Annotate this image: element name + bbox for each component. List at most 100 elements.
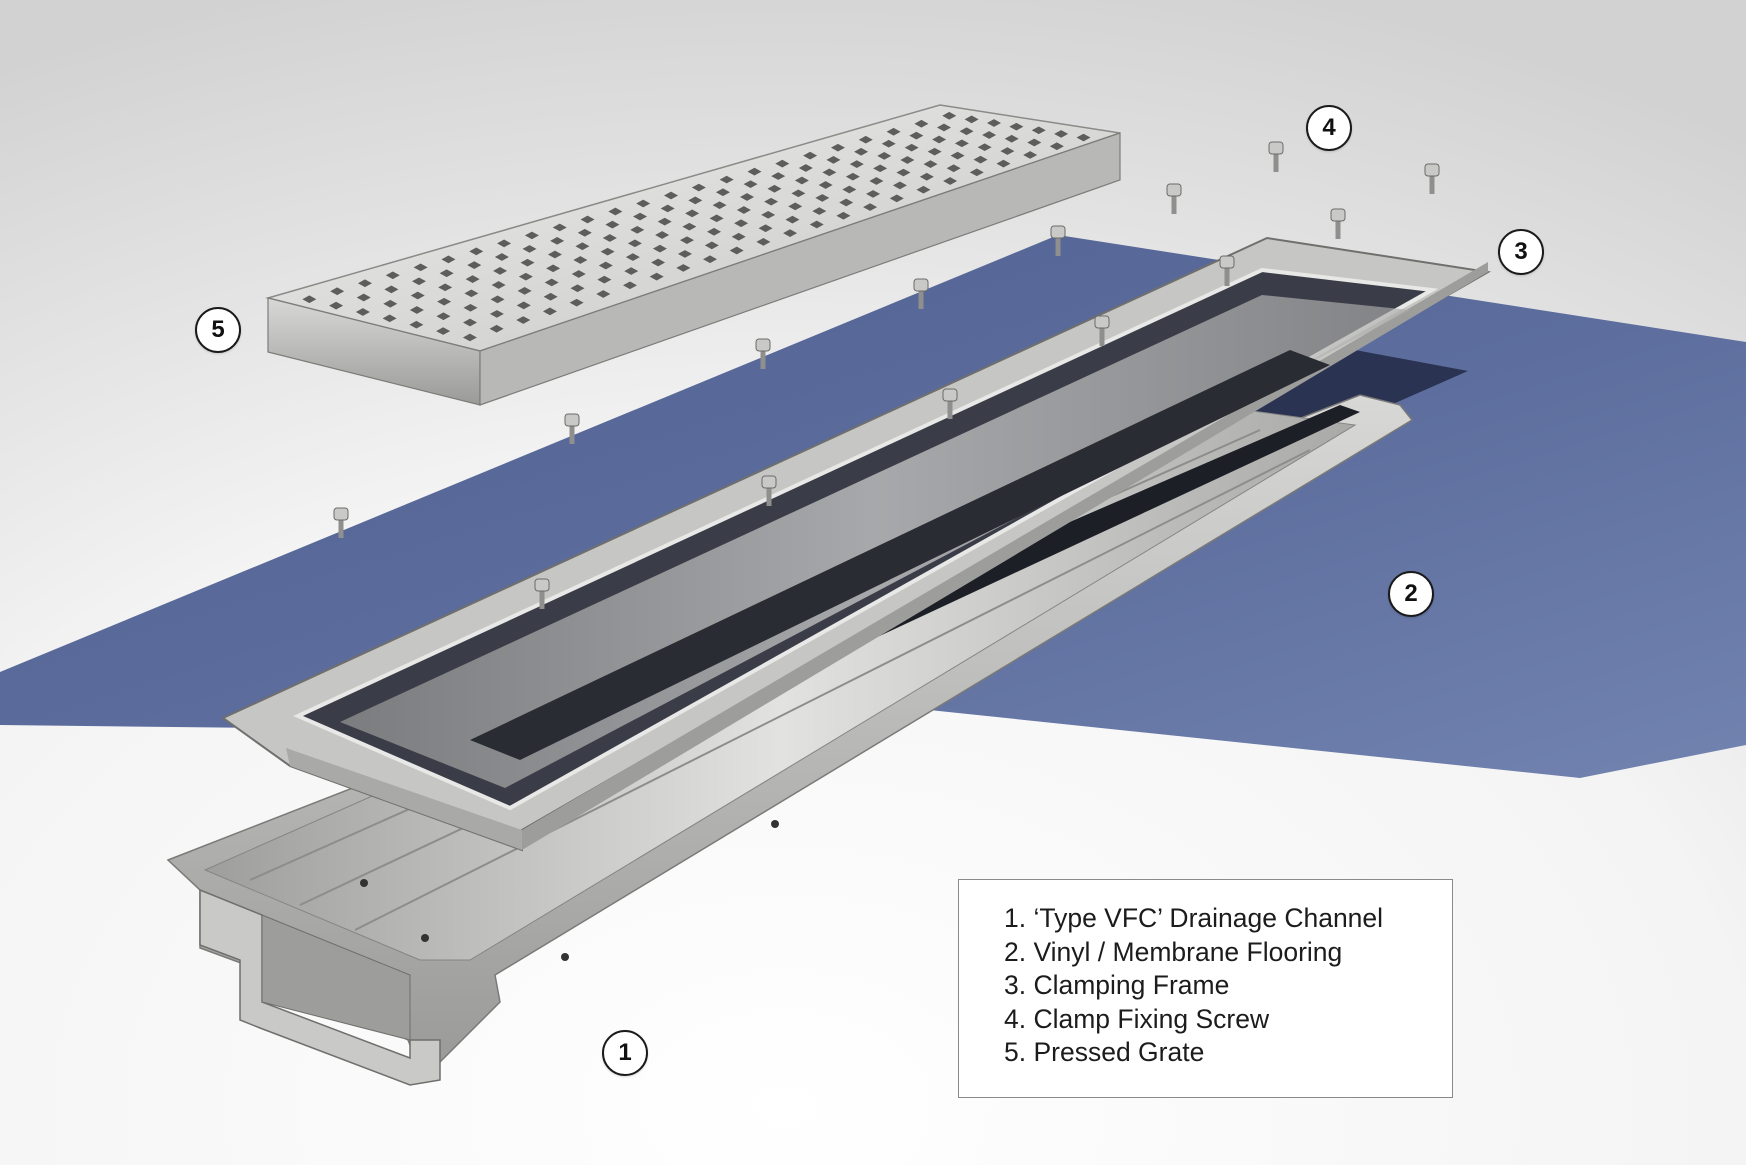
grate-hole (775, 159, 790, 168)
grate-hole (729, 246, 744, 255)
grate-hole (743, 180, 758, 189)
legend-item-pressed-grate: 5. Pressed Grate (1004, 1037, 1205, 1067)
grate-hole (636, 199, 651, 208)
grate-hole (491, 281, 506, 289)
grate-hole (685, 209, 700, 218)
grate-hole (712, 201, 727, 210)
grate-hole (736, 206, 751, 214)
grate-hole (836, 211, 851, 220)
screw (564, 413, 580, 444)
grate-hole (543, 292, 558, 301)
screw (913, 278, 929, 309)
grate-hole (916, 185, 931, 194)
grate-hole (597, 275, 612, 284)
grate-hole (627, 239, 642, 248)
grate-hole (550, 236, 565, 245)
callout-marker-4: 4 (1306, 105, 1352, 151)
grate-hole (764, 197, 779, 206)
grate-hole (943, 177, 958, 185)
grate-hole (914, 119, 929, 128)
grate-hole (355, 308, 370, 316)
grate-hole (688, 196, 703, 205)
grate-hole (497, 239, 512, 248)
grate-hole (854, 147, 869, 156)
grate-hole (467, 261, 482, 269)
grate-hole (734, 219, 749, 228)
grate-perforations (302, 111, 1091, 342)
legend-item-clamp-fixing-screw: 4. Clamp Fixing Screw (1004, 1003, 1270, 1034)
grate-hole (982, 131, 997, 139)
grate-hole (652, 244, 667, 253)
grate-hole (756, 237, 771, 246)
grate-hole (630, 225, 645, 234)
clamp-fixing-screws (333, 141, 1440, 609)
grate-hole (580, 215, 595, 224)
grate-hole (569, 298, 584, 307)
grate-hole (383, 299, 398, 308)
grate-hole (463, 318, 478, 327)
grate-hole (798, 164, 813, 172)
grate-hole (896, 168, 911, 177)
grate-hole (522, 245, 537, 253)
grate-hole (715, 188, 730, 197)
grate-hole (330, 287, 345, 296)
grate-hole (904, 143, 919, 152)
grate-hole (869, 177, 884, 185)
grate-hole (441, 255, 456, 264)
grate-hole (822, 168, 837, 177)
grate-hole (919, 172, 934, 181)
grate-hole (463, 303, 478, 312)
grate-hole (624, 267, 639, 275)
grate-hole (818, 181, 833, 189)
grate-hole (676, 264, 691, 272)
grate-hole (709, 214, 724, 223)
grate-hole (815, 194, 830, 202)
grate-hole (866, 190, 881, 198)
grate-hole (996, 159, 1011, 168)
grate-hole (758, 224, 773, 233)
grate-hole (516, 316, 531, 324)
clamping-frame (221, 236, 1491, 852)
grate-hole (410, 291, 425, 300)
grate-hole (794, 176, 809, 185)
grate-hole (788, 202, 803, 211)
grate-hole (809, 220, 824, 229)
screw (534, 578, 550, 609)
grate-hole (494, 253, 509, 261)
grate-hole (493, 267, 508, 275)
grate-hole (826, 156, 841, 164)
screw (755, 338, 771, 369)
callout-marker-3: 3 (1498, 229, 1544, 275)
grate-hole (546, 264, 561, 273)
grate-hole (1054, 130, 1069, 138)
grate-hole (633, 212, 648, 221)
grate-hole (602, 234, 617, 242)
grate-hole (462, 333, 477, 342)
grate-hole (605, 220, 620, 229)
grate-hole (740, 193, 755, 201)
grate-hole (520, 258, 535, 267)
grate-hole (655, 231, 670, 239)
grate-hole (1004, 134, 1019, 143)
grate-hole (409, 320, 424, 329)
grate-hole (747, 167, 762, 176)
grate-hole (1049, 142, 1064, 151)
grate-hole (703, 255, 718, 264)
grate-hole (845, 172, 860, 181)
grate-hole (877, 152, 892, 160)
grate-hole (1009, 122, 1024, 131)
grate-hole (863, 203, 878, 211)
grate-hole (524, 231, 539, 240)
grate-hole (932, 135, 947, 144)
grate-hole (691, 183, 706, 192)
grate-hole (1031, 126, 1046, 135)
grate-hole (469, 247, 484, 256)
grate-hole (465, 275, 480, 283)
screw (1166, 183, 1182, 214)
grate-hole (704, 241, 719, 250)
grate-hole (411, 277, 426, 286)
grate-hole (596, 290, 611, 298)
grate-hole (771, 172, 786, 180)
legend-box: 1. ‘Type VFC’ Drainage Channel 2. Vinyl … (958, 879, 1453, 1098)
